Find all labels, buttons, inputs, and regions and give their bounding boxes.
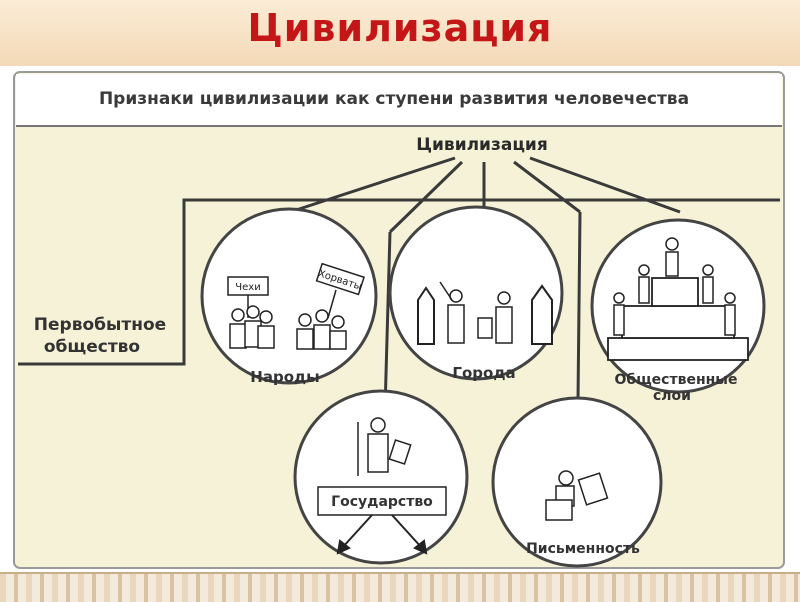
branch-classes [529, 156, 681, 214]
primitive-label-1: Первобытное [34, 315, 166, 335]
title-bar: Цивилизация [0, 0, 800, 66]
connector-lines [18, 156, 780, 411]
node-classes-label-1: Общественные [615, 372, 738, 388]
node-writing-circle [491, 396, 663, 568]
sign-croats-pole [327, 289, 337, 319]
node-classes-label-2: слои [653, 388, 691, 404]
branch-writing-down [576, 211, 582, 401]
people-figures-right [296, 309, 347, 350]
people-figures-left [229, 305, 275, 349]
root-label: Цивилизация [416, 135, 548, 155]
branch-writing [513, 160, 581, 214]
writing-scribe [545, 470, 609, 521]
state-label-box [317, 486, 447, 516]
node-state-label: Государство [331, 494, 433, 510]
primitive-connector [18, 198, 780, 366]
node-peoples-circle [200, 207, 378, 385]
node-peoples-label: Народы [250, 368, 319, 386]
node-state-circle [293, 389, 469, 565]
state-arrows [336, 514, 428, 555]
sign-czech-label: Чехи [235, 282, 260, 293]
city-workers [439, 281, 513, 344]
decorative-border [0, 572, 800, 602]
page-title: Цивилизация [247, 6, 553, 50]
sign-croats [315, 262, 365, 296]
state-ruler [357, 417, 412, 476]
node-state: Государство [293, 389, 469, 565]
primitive-label-2: общество [44, 337, 140, 357]
city-towers [417, 284, 553, 345]
node-classes: Общественные слои [590, 218, 766, 404]
branch-state [388, 160, 464, 234]
pyramid-figures [613, 237, 736, 336]
node-cities-label: Города [452, 364, 515, 382]
branch-peoples [289, 156, 456, 214]
diagram-heading: Признаки цивилизации как ступени развити… [99, 89, 689, 109]
heading-band [16, 74, 782, 126]
node-writing: Письменность [491, 396, 663, 568]
branch-state-down [383, 231, 392, 411]
node-peoples: Чехи Хорваты Народы [200, 207, 378, 386]
node-writing-label: Письменность [526, 541, 640, 557]
node-cities: Города [388, 205, 564, 382]
